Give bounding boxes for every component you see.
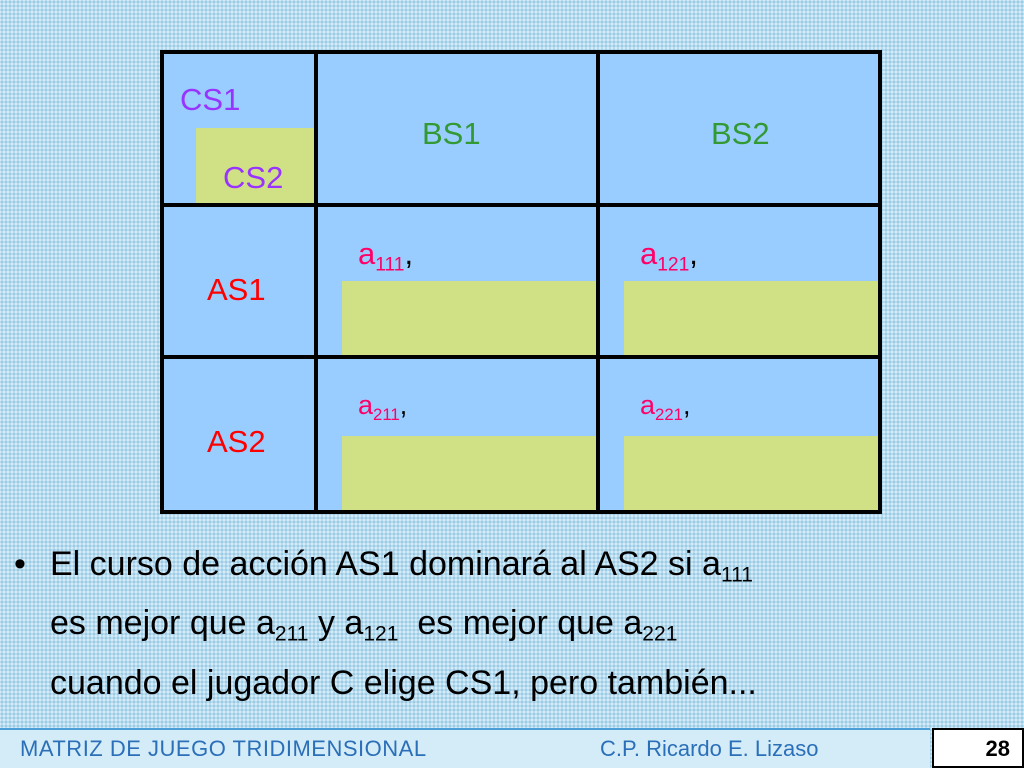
payoff-matrix: CS1 CS2 BS1 BS2 AS1 AS2 a111, a121, a211… — [160, 50, 882, 514]
page-number: 28 — [985, 736, 1010, 761]
slide-footer: MATRIZ DE JUEGO TRIDIMENSIONAL C.P. Rica… — [0, 728, 1024, 768]
as1-label: AS1 — [207, 272, 266, 307]
grid-line — [160, 50, 882, 54]
bullet-line-1: El curso de acción AS1 dominará al AS2 s… — [50, 545, 753, 587]
as2-label: AS2 — [207, 424, 266, 459]
payoff-box-a111 — [342, 281, 598, 356]
grid-line — [878, 50, 882, 514]
footer-title: MATRIZ DE JUEGO TRIDIMENSIONAL — [20, 736, 427, 761]
grid-line — [160, 510, 882, 514]
grid-line — [160, 203, 882, 207]
payoff-box-a121 — [624, 281, 882, 356]
cs1-label: CS1 — [180, 82, 241, 117]
bs1-label: BS1 — [422, 116, 481, 151]
bullet-line-3: cuando el jugador C elige CS1, pero tamb… — [50, 663, 757, 702]
bullet-dot-icon: • — [14, 545, 26, 583]
payoff-a121: a121, — [640, 236, 698, 276]
grid-line — [314, 50, 318, 514]
grid-line — [596, 50, 600, 514]
grid-line — [160, 50, 164, 514]
payoff-a211: a211, — [358, 390, 408, 424]
bullet-line-2: es mejor que a211 y a121 es mejor que a2… — [50, 604, 678, 646]
bs2-label: BS2 — [711, 116, 770, 151]
bullet-text: El curso de acción AS1 dominará al AS2 s… — [50, 540, 1010, 708]
cs2-box — [196, 128, 316, 204]
footer-bar: MATRIZ DE JUEGO TRIDIMENSIONAL C.P. Rica… — [0, 728, 930, 768]
footer-author: C.P. Ricardo E. Lizaso — [600, 736, 819, 761]
payoff-a221: a221, — [640, 390, 691, 424]
payoff-box-a211 — [342, 436, 598, 514]
cs2-label: CS2 — [223, 160, 284, 195]
payoff-a111: a111, — [358, 236, 414, 276]
payoff-box-a221 — [624, 436, 882, 514]
page-number-box: 28 — [932, 728, 1024, 768]
grid-line — [160, 355, 882, 359]
